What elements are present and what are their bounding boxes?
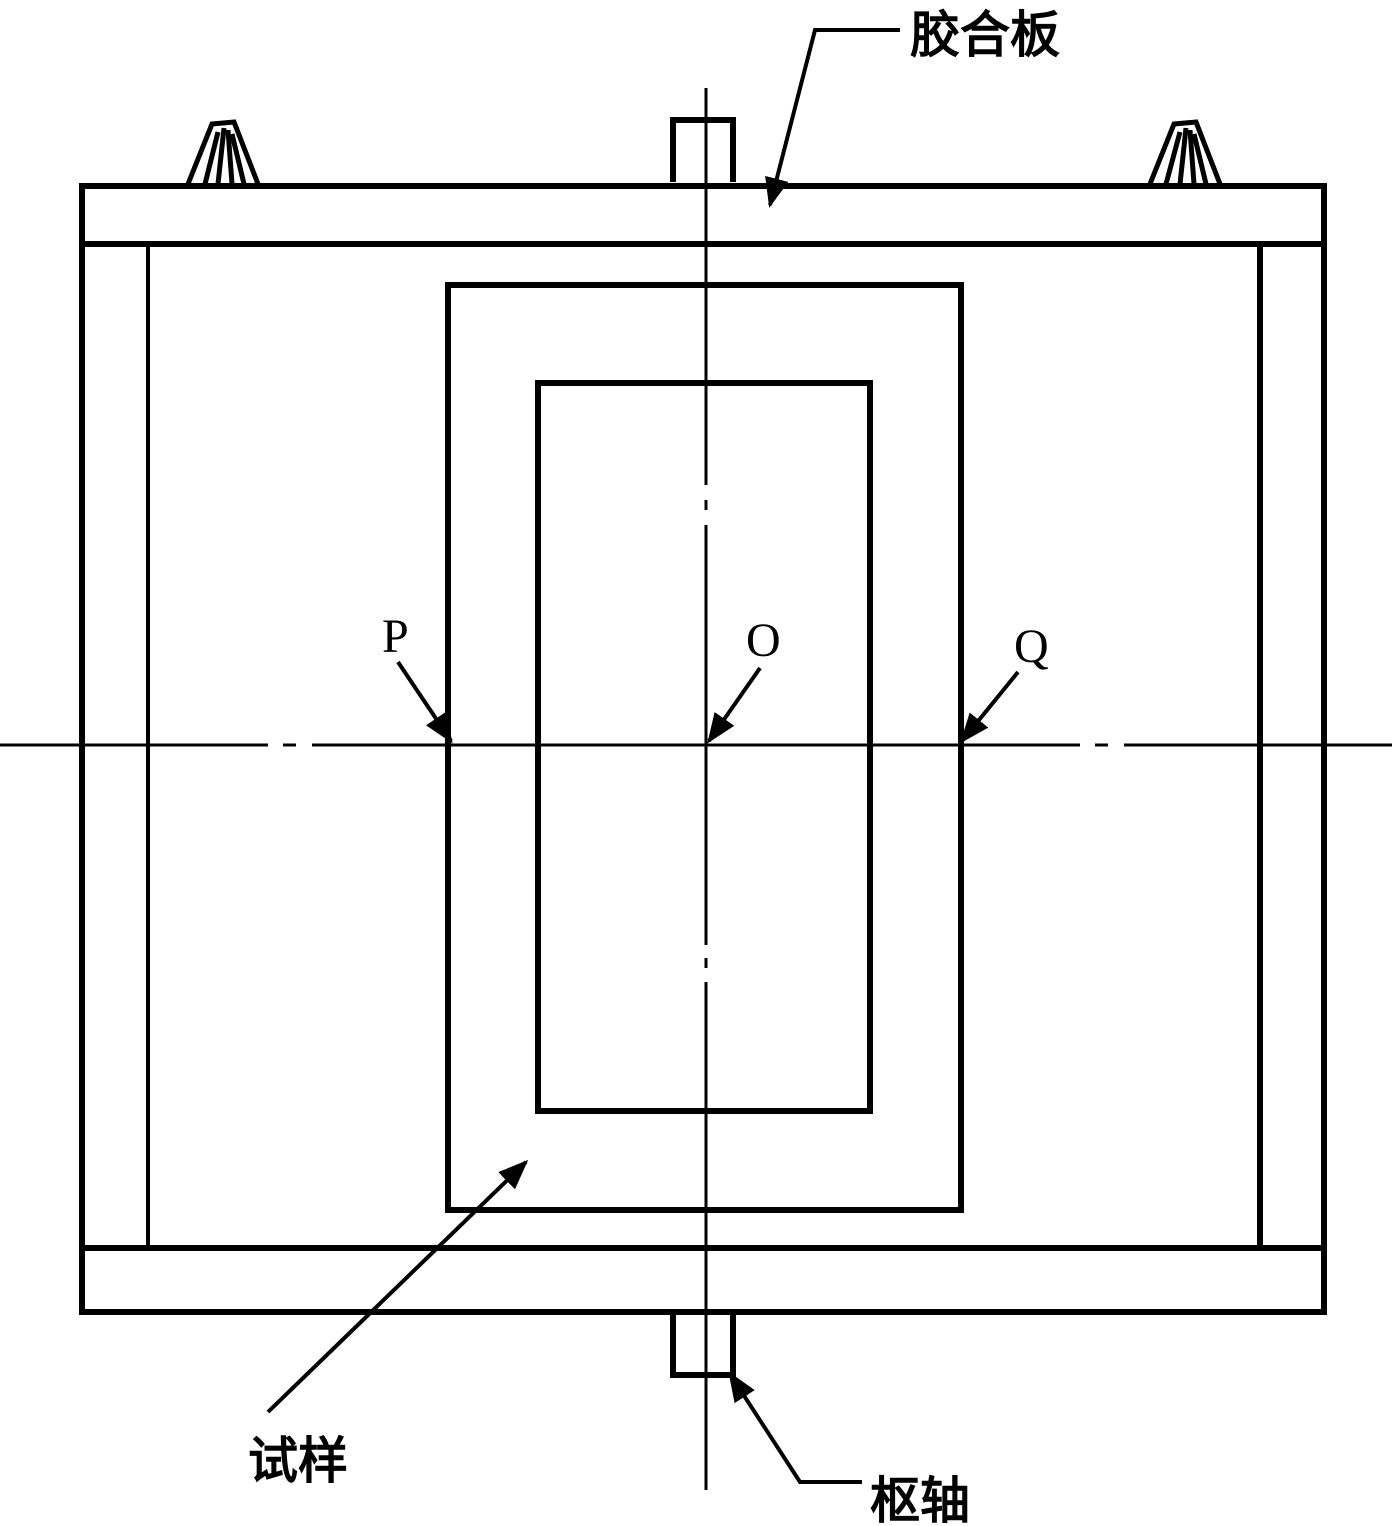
point-p-arrow — [396, 660, 453, 744]
bottom-pivot-stub — [670, 1312, 736, 1378]
bottom-plywood-board — [79, 1245, 1327, 1315]
specimen-inner-rect — [535, 380, 873, 1114]
right-clamp-handle — [1147, 119, 1223, 185]
point-o-arrow — [707, 666, 762, 744]
left-clamp-handle — [185, 119, 261, 185]
point-p-label: P — [382, 610, 409, 663]
top-pivot-stub — [670, 117, 736, 182]
pivot-label: 枢轴 — [870, 1472, 970, 1526]
top-plywood-board — [79, 183, 1327, 247]
specimen-label: 试样 — [248, 1432, 348, 1490]
point-q-arrow — [960, 670, 1020, 744]
point-o-label: O — [746, 614, 781, 667]
pivot-leader-line — [728, 1371, 862, 1484]
plywood-label: 胶合板 — [910, 6, 1060, 64]
specimen-leader-line — [266, 1159, 529, 1414]
point-q-label: Q — [1014, 620, 1049, 673]
plywood-leader-line — [765, 28, 900, 208]
